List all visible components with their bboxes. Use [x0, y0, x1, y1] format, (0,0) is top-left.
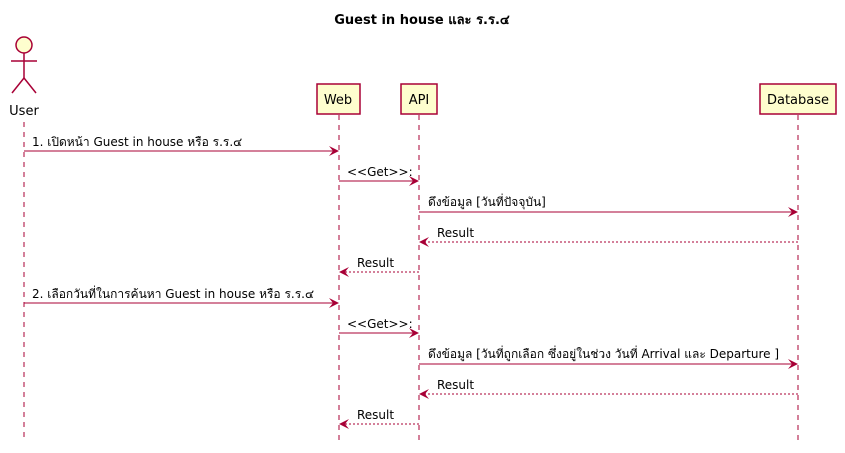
participant-user-label: User [9, 104, 39, 119]
participant-api-label: API [409, 93, 430, 108]
message-label: 1. เปิดหน้า Guest in house หรือ ร.ร.๔ [32, 135, 242, 149]
message-label: ดึงข้อมูล [วันที่ปัจจุบัน] [428, 193, 546, 210]
message-label: Result [437, 226, 474, 240]
message-label: 2. เลือกวันที่ในการค้นหา Guest in house … [32, 285, 314, 301]
participant-web: Web [316, 83, 361, 115]
message-label: Result [357, 256, 394, 270]
diagram-title: Guest in house และ ร.ร.๔ [334, 13, 510, 28]
actor-user: User [9, 36, 39, 119]
message-label: <<Get>>: [347, 165, 413, 179]
message-label: Result [357, 408, 394, 422]
participant-database-label: Database [767, 93, 829, 108]
participant-api: API [400, 83, 438, 115]
participant-web-label: Web [324, 93, 352, 108]
message-label: <<Get>>: [347, 317, 413, 331]
participant-database: Database [759, 83, 837, 115]
actor-head-icon [15, 36, 33, 54]
message-label: Result [437, 378, 474, 392]
message-label: ดึงข้อมูล [วันที่ถูกเลือก ซึ่งอยู่ในช่วง… [428, 345, 779, 362]
